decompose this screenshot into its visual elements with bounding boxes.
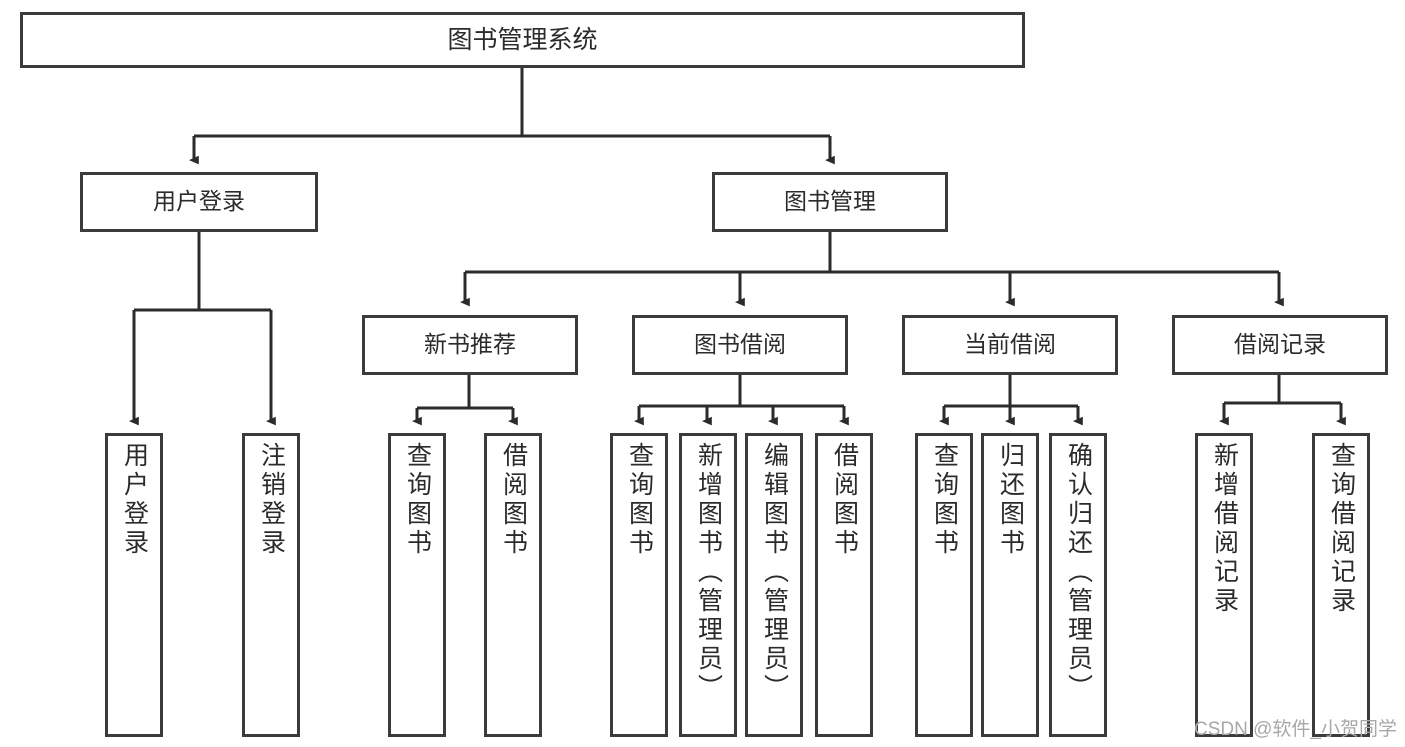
node-book-management-label: 图书管理 bbox=[784, 188, 876, 215]
node-root-label: 图书管理系统 bbox=[447, 26, 598, 54]
leaf-newbook-borrow-book[interactable]: 借阅图书 bbox=[484, 433, 542, 737]
leaf-current-query-book[interactable]: 查询图书 bbox=[915, 433, 973, 737]
leaf-borrow-query-book[interactable]: 查询图书 bbox=[610, 433, 668, 737]
leaf-borrow-add-book-label: 新增图书（管理员） bbox=[694, 442, 723, 703]
leaf-current-query-book-label: 查询图书 bbox=[930, 442, 959, 558]
node-borrow-record-label: 借阅记录 bbox=[1234, 331, 1326, 358]
leaf-newbook-borrow-book-label: 借阅图书 bbox=[499, 442, 528, 558]
node-user-login-label: 用户登录 bbox=[153, 188, 245, 215]
leaf-record-query-record-label: 查询借阅记录 bbox=[1327, 442, 1356, 616]
node-current-borrow-label: 当前借阅 bbox=[964, 331, 1056, 358]
node-book-borrow-label: 图书借阅 bbox=[694, 331, 786, 358]
node-borrow-record[interactable]: 借阅记录 bbox=[1172, 315, 1388, 375]
leaf-record-add-record[interactable]: 新增借阅记录 bbox=[1195, 433, 1253, 737]
leaf-current-return-book-label: 归还图书 bbox=[996, 442, 1025, 558]
leaf-borrow-borrow-book-label: 借阅图书 bbox=[830, 442, 859, 558]
node-new-book-recommend-label: 新书推荐 bbox=[424, 331, 516, 358]
node-root[interactable]: 图书管理系统 bbox=[20, 12, 1025, 68]
leaf-borrow-query-book-label: 查询图书 bbox=[625, 442, 654, 558]
leaf-current-confirm-return[interactable]: 确认归还（管理员） bbox=[1049, 433, 1107, 737]
leaf-newbook-query-book[interactable]: 查询图书 bbox=[388, 433, 446, 737]
leaf-newbook-query-book-label: 查询图书 bbox=[403, 442, 432, 558]
node-book-management[interactable]: 图书管理 bbox=[712, 172, 948, 232]
leaf-borrow-edit-book-label: 编辑图书（管理员） bbox=[760, 442, 789, 703]
leaf-user-login-label: 用户登录 bbox=[120, 442, 149, 558]
leaf-user-login[interactable]: 用户登录 bbox=[105, 433, 163, 737]
node-new-book-recommend[interactable]: 新书推荐 bbox=[362, 315, 578, 375]
leaf-current-confirm-return-label: 确认归还（管理员） bbox=[1064, 442, 1093, 703]
leaf-user-logout[interactable]: 注销登录 bbox=[242, 433, 300, 737]
leaf-borrow-edit-book[interactable]: 编辑图书（管理员） bbox=[745, 433, 803, 737]
leaf-record-add-record-label: 新增借阅记录 bbox=[1210, 442, 1239, 616]
leaf-borrow-borrow-book[interactable]: 借阅图书 bbox=[815, 433, 873, 737]
node-book-borrow[interactable]: 图书借阅 bbox=[632, 315, 848, 375]
leaf-borrow-add-book[interactable]: 新增图书（管理员） bbox=[679, 433, 737, 737]
node-current-borrow[interactable]: 当前借阅 bbox=[902, 315, 1118, 375]
leaf-user-logout-label: 注销登录 bbox=[257, 442, 286, 558]
leaf-record-query-record[interactable]: 查询借阅记录 bbox=[1312, 433, 1370, 737]
node-user-login[interactable]: 用户登录 bbox=[80, 172, 318, 232]
leaf-current-return-book[interactable]: 归还图书 bbox=[981, 433, 1039, 737]
